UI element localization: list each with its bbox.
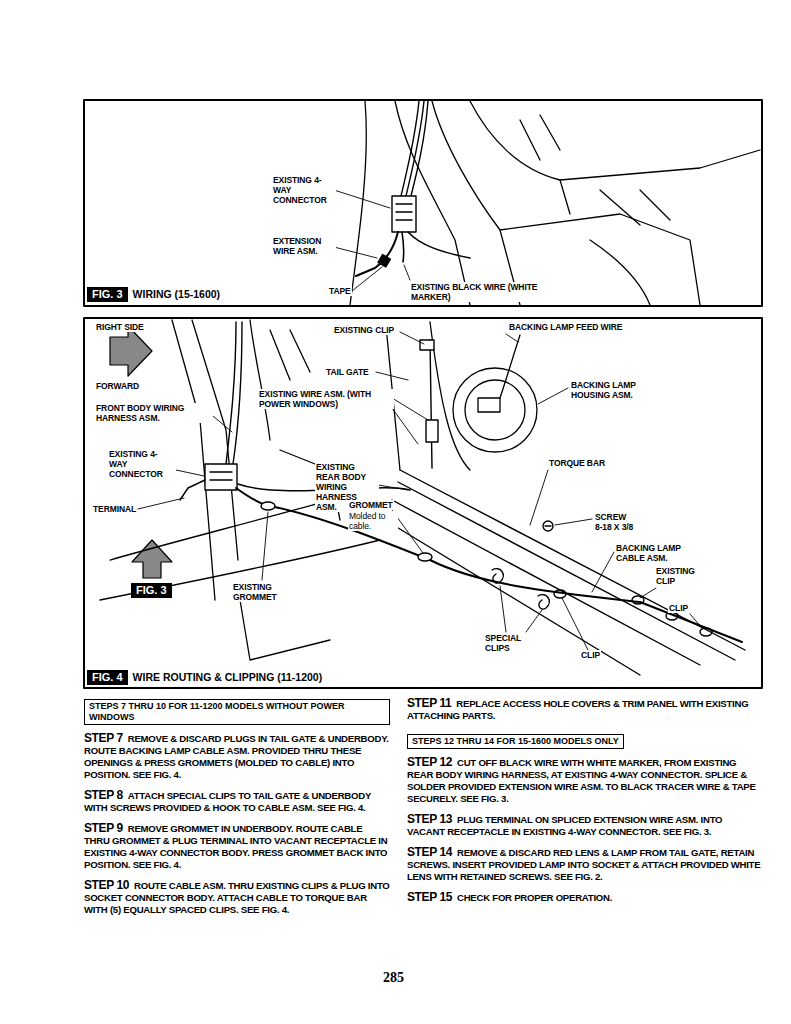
callout-label: GROMMET [348,500,394,510]
note-box: STEPS 7 THRU 10 FOR 11-1200 MODELS WITHO… [84,699,390,725]
callout-label: EXTENSION WIRE ASM. [272,236,336,256]
note-box: STEPS 12 THRU 14 FOR 15-1600 MODELS ONLY [407,734,624,749]
figure-frame [84,318,762,688]
step-text: ATTACH SPECIAL CLIPS TO TAIL GATE & UNDE… [84,790,371,813]
callout-label: TERMINAL [92,504,137,514]
callout-label: RIGHT SIDE [95,322,145,332]
callout-label: CLIP [668,603,689,613]
callout-label: BACKING LAMP FEED WIRE [508,322,623,332]
step-text: CHECK FOR PROPER OPERATION. [457,892,612,903]
step-text: REMOVE & DISCARD PLUGS IN TAIL GATE & UN… [84,733,389,780]
callout-label: TAIL GATE [325,367,370,377]
figure-number: FIG. 4 [87,670,128,685]
backing-lamp-housing [453,335,537,452]
step-text: CUT OFF BLACK WIRE WITH WHITE MARKER, FR… [407,757,756,804]
step-paragraph: STEP 11REPLACE ACCESS HOLE COVERS & TRIM… [407,697,762,722]
note-holder: STEPS 12 THRU 14 FOR 15-1600 MODELS ONLY [407,730,762,756]
callout-label: Molded to cable. [348,511,398,531]
callout-label: EXISTING GROMMET [232,582,292,602]
step-number: STEP 15 [407,890,452,904]
figure-title: WIRING (15-1600) [131,288,223,301]
step-number: STEP 7 [84,731,123,745]
body-panel-art [350,101,760,305]
step-paragraph: STEP 14REMOVE & DISCARD RED LENS & LAMP … [407,846,762,883]
page-number: 285 [383,970,404,986]
figure-frame [84,100,762,306]
note-text: STEPS 7 THRU 10 FOR 11-1200 MODELS WITHO… [89,701,385,723]
callout-label: EXISTING 4-WAY CONNECTOR [272,175,336,205]
step-paragraph: STEP 7REMOVE & DISCARD PLUGS IN TAIL GAT… [84,732,390,781]
wiring-art [180,322,742,642]
callout-label: EXISTING CLIP [655,566,707,586]
text-column: STEP 11REPLACE ACCESS HOLE COVERS & TRIM… [407,697,762,912]
leader-lines [138,332,702,650]
step-number: STEP 12 [407,755,452,769]
callout-label: FORWARD [95,381,140,391]
leader-lines [330,190,410,291]
callout-label: BACKING LAMP CABLE ASM. [615,543,707,563]
step-text: ROUTE CABLE ASM. THRU EXISTING CLIPS & P… [84,880,390,915]
direction-arrow [110,326,152,376]
step-paragraph: STEP 13PLUG TERMINAL ON SPLICED EXTENSIO… [407,813,762,838]
figure-tag: FIG. 3 [131,583,172,598]
callout-label: SCREW [594,512,627,522]
step-number: STEP 8 [84,788,123,802]
text-column: STEPS 7 THRU 10 FOR 11-1200 MODELS WITHO… [84,699,390,924]
figure-number: FIG. 3 [131,583,172,598]
torque-bar [385,470,745,675]
step-text: REMOVE GROMMET IN UNDERBODY. ROUTE CABLE… [84,823,387,870]
figure-arrow [132,540,172,578]
step-paragraph: STEP 10ROUTE CABLE ASM. THRU EXISTING CL… [84,879,390,916]
callout-label: TAPE [328,286,352,296]
callout-label: FRONT BODY WIRING HARNESS ASM. [95,403,213,423]
callout-label: EXISTING 4-WAY CONNECTOR [108,449,176,479]
figure-title: WIRE ROUTING & CLIPPING (11-1200) [131,671,325,684]
figure-number: FIG. 3 [87,287,128,302]
callout-label: CLIP [580,650,601,660]
step-number: STEP 14 [407,845,452,859]
wire-bundle [356,101,470,276]
step-number: STEP 11 [407,696,451,710]
note-text: STEPS 12 THRU 14 FOR 15-1600 MODELS ONLY [412,736,619,747]
figure-tag: FIG. 4WIRE ROUTING & CLIPPING (11-1200) [87,670,324,685]
step-paragraph: STEP 12CUT OFF BLACK WIRE WITH WHITE MAR… [407,756,762,805]
step-number: STEP 13 [407,812,452,826]
callout-label: 8-18 X 3/8 [594,522,634,532]
step-paragraph: STEP 8ATTACH SPECIAL CLIPS TO TAIL GATE … [84,789,390,814]
step-paragraph: STEP 9REMOVE GROMMET IN UNDERBODY. ROUTE… [84,822,390,871]
callout-label: EXISTING BLACK WIRE (WHITE MARKER) [410,282,542,302]
step-number: STEP 10 [84,878,129,892]
callout-label: SPECIAL CLIPS [484,633,536,653]
step-text: REPLACE ACCESS HOLE COVERS & TRIM PANEL … [407,698,748,721]
figure-tag: FIG. 3WIRING (15-1600) [87,287,222,302]
callout-label: EXISTING WIRE ASM. (WITH POWER WINDOWS) [258,389,394,409]
step-number: STEP 9 [84,821,123,835]
note-holder: STEPS 7 THRU 10 FOR 11-1200 MODELS WITHO… [84,699,390,725]
callout-label: BACKING LAMP HOUSING ASM. [570,380,668,400]
step-paragraph: STEP 15 CHECK FOR PROPER OPERATION. [407,891,762,904]
step-text: REMOVE & DISCARD RED LENS & LAMP FROM TA… [407,847,760,882]
step-text: PLUG TERMINAL ON SPLICED EXTENSION WIRE … [407,814,722,837]
callout-label: TORQUE BAR [548,458,606,468]
callout-label: EXISTING CLIP [333,325,395,335]
